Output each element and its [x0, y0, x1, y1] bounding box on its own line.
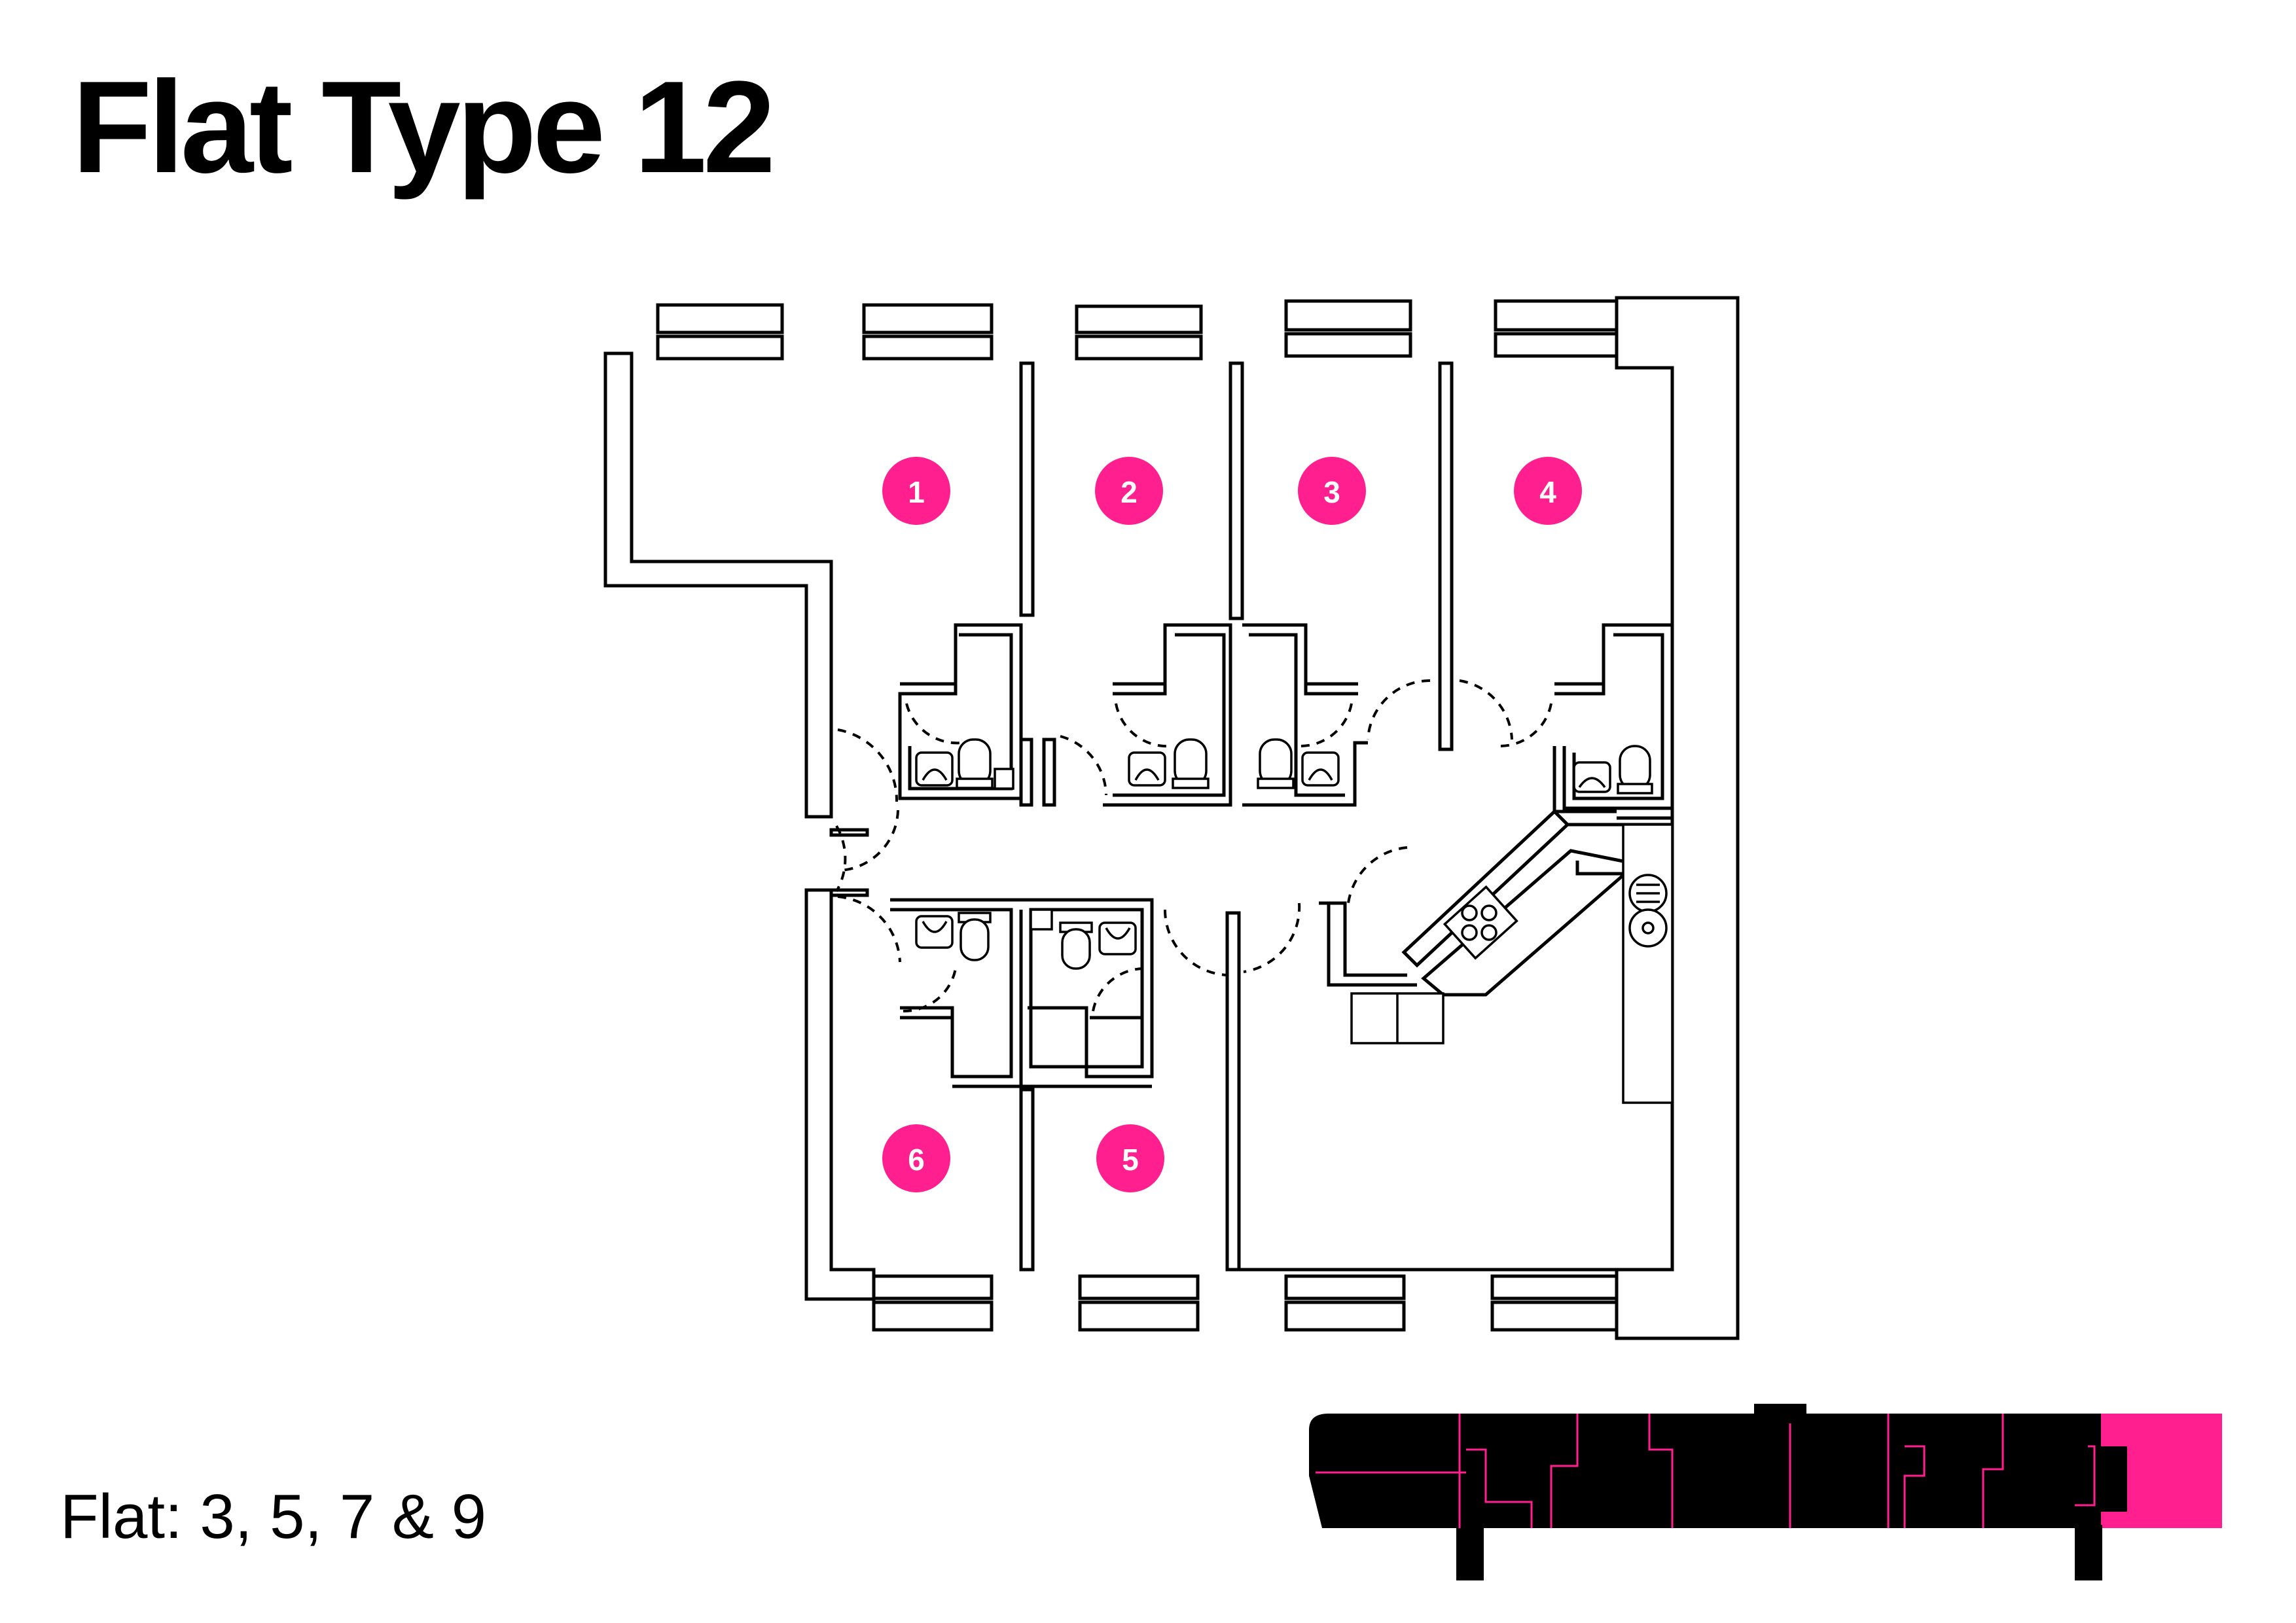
room-badge-4: 4 — [1514, 457, 1582, 525]
room-badge-6: 6 — [882, 1124, 950, 1192]
toilet-icon — [1059, 921, 1093, 970]
washbasin-icon — [915, 915, 954, 949]
toilet-icon — [958, 912, 992, 961]
toilet-icon — [956, 738, 994, 789]
svg-text:3: 3 — [1323, 475, 1340, 509]
washbasin-icon — [1128, 751, 1166, 787]
room-badge-3: 3 — [1298, 457, 1366, 525]
svg-text:1: 1 — [908, 475, 925, 509]
kitchen-sink-icon — [1628, 874, 1668, 948]
kitchen — [1239, 809, 1674, 1272]
room-badge-5: 5 — [1096, 1124, 1164, 1192]
washbasin-icon — [1573, 761, 1611, 793]
svg-text:5: 5 — [1122, 1143, 1139, 1177]
dining-table-icon — [1350, 992, 1444, 1044]
door-swings — [835, 679, 1552, 1013]
washbasin-icon — [915, 751, 954, 787]
svg-text:6: 6 — [908, 1143, 925, 1177]
svg-text:2: 2 — [1121, 475, 1138, 509]
walls — [603, 296, 1740, 1340]
flat-numbers: Flat: 3, 5, 7 & 9 — [60, 1482, 486, 1552]
toilet-icon — [1617, 745, 1653, 794]
cupboard-icon — [994, 768, 1014, 790]
washbasin-icon — [1301, 751, 1340, 787]
toilet-icon — [1172, 738, 1210, 789]
cupboard-icon — [1030, 908, 1053, 931]
bathroom-fixtures — [915, 738, 1653, 970]
toilet-icon — [1257, 738, 1295, 789]
room-badges: 1 2 3 4 5 6 — [882, 457, 1582, 1192]
key-plan — [1309, 1404, 2222, 1580]
washbasin-icon — [1098, 921, 1137, 955]
hob-icon — [1443, 885, 1518, 960]
room-badge-1: 1 — [882, 457, 950, 525]
room-badge-2: 2 — [1095, 457, 1163, 525]
page-title: Flat Type 12 — [72, 54, 776, 200]
svg-text:4: 4 — [1539, 475, 1556, 509]
ensuites-lower — [890, 898, 1154, 1090]
